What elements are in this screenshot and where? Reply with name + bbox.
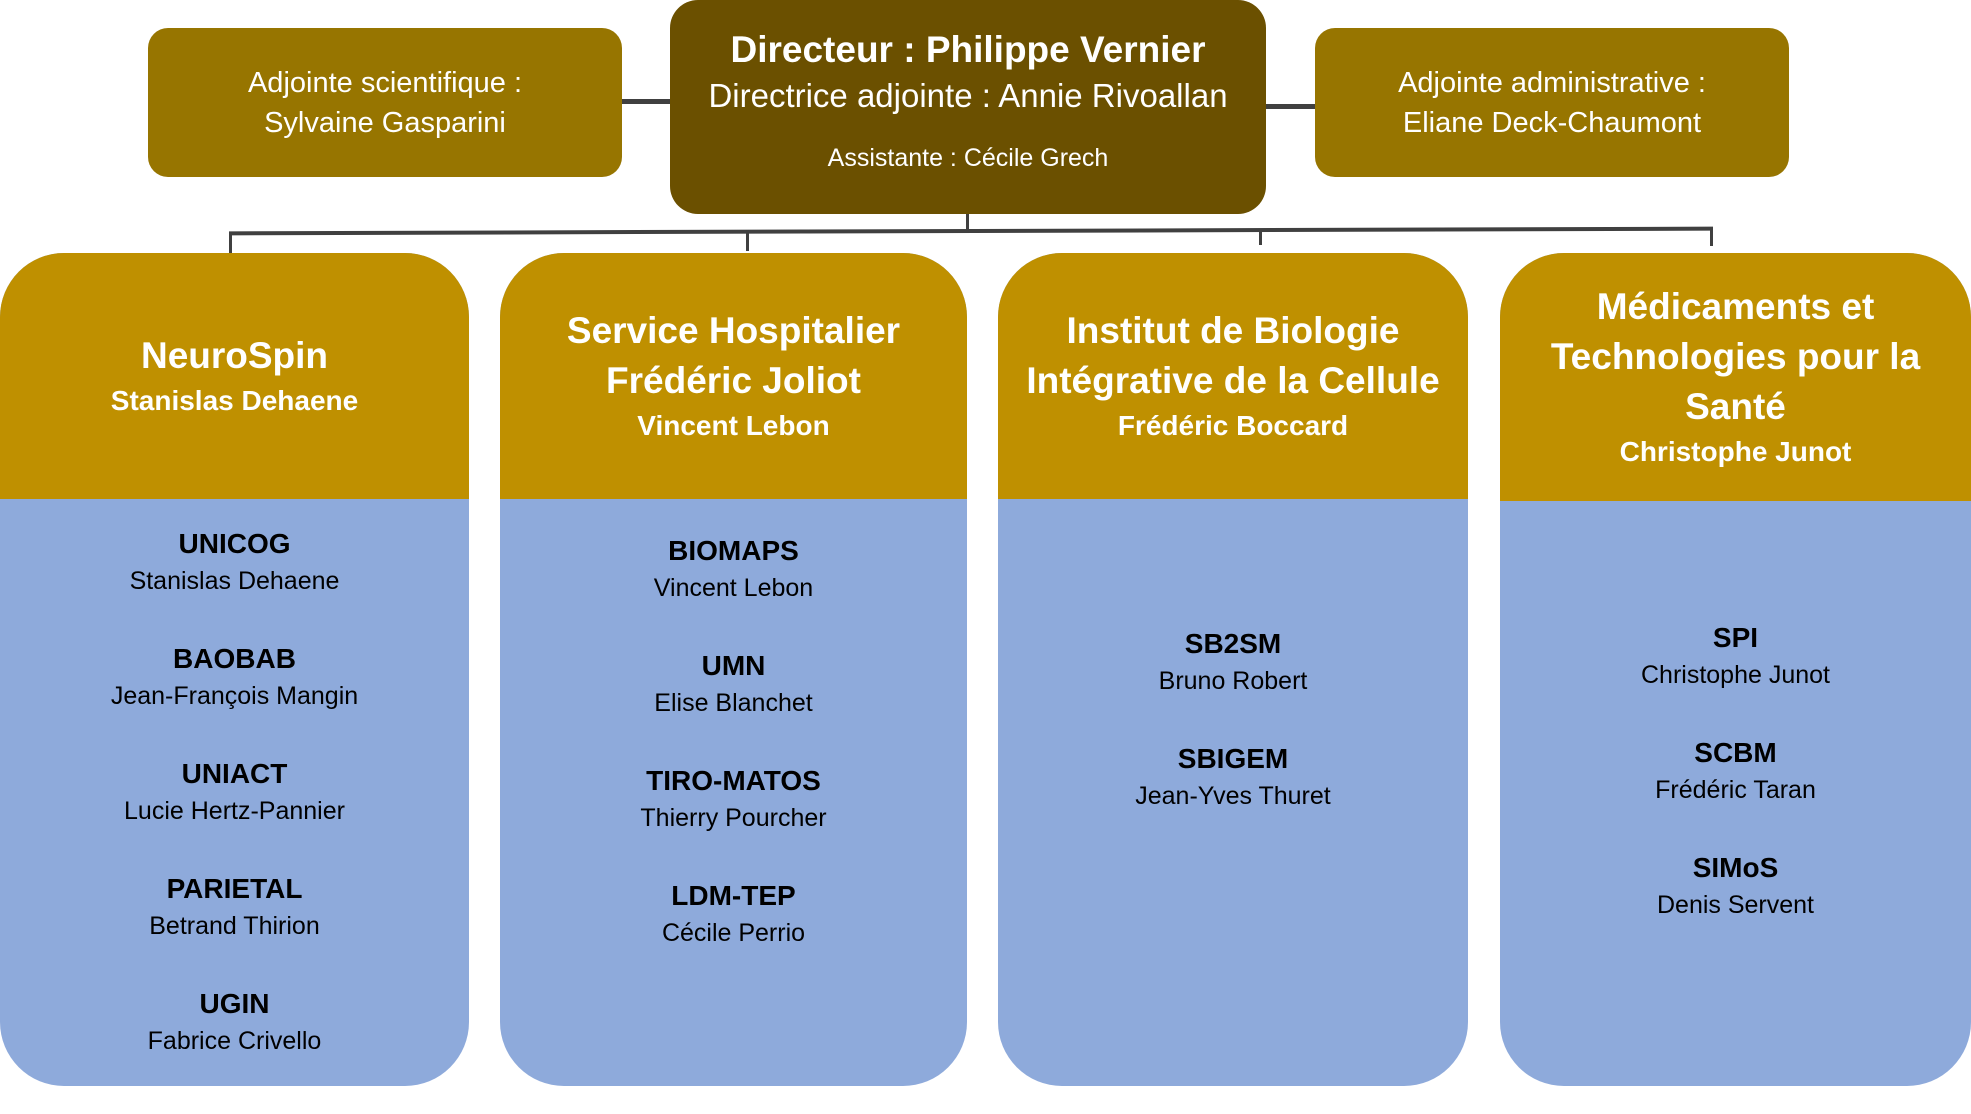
connector-drop-4 xyxy=(1710,228,1713,246)
scientific-deputy-name: Sylvaine Gasparini xyxy=(264,106,506,139)
unit-item: UGIN Fabrice Crivello xyxy=(0,985,469,1086)
unit-name: BAOBAB xyxy=(173,643,296,674)
connector-drop-3 xyxy=(1259,229,1262,245)
director-title: Directeur : Philippe Vernier xyxy=(730,29,1206,70)
department-lead: Christophe Junot xyxy=(1619,436,1852,467)
department-medicaments-technologies: Médicaments et Technologies pour la Sant… xyxy=(1500,253,1971,1086)
unit-lead: Frédéric Taran xyxy=(1655,776,1816,804)
department-header: Service Hospitalier Frédéric Joliot Vinc… xyxy=(500,253,967,499)
connector-trunk xyxy=(966,214,969,230)
department-title: Service Hospitalier Frédéric Joliot xyxy=(566,310,901,401)
unit-lead: Fabrice Crivello xyxy=(147,1027,322,1055)
unit-item: UMN Elise Blanchet xyxy=(500,647,967,762)
unit-lead: Stanislas Dehaene xyxy=(129,567,340,595)
unit-item: UNICOG Stanislas Dehaene xyxy=(0,525,469,640)
department-neurospin: NeuroSpin Stanislas Dehaene UNICOG Stanis… xyxy=(0,253,469,1086)
administrative-deputy-role: Adjointe administrative : xyxy=(1398,66,1706,99)
unit-lead: Lucie Hertz-Pannier xyxy=(124,797,345,825)
unit-lead: Vincent Lebon xyxy=(653,574,814,602)
unit-lead: Elise Blanchet xyxy=(654,689,813,717)
scientific-deputy-role: Adjointe scientifique : xyxy=(247,66,523,99)
assistant: Assistante : Cécile Grech xyxy=(827,144,1109,172)
scientific-deputy-box: Adjointe scientifique : Sylvaine Gaspari… xyxy=(148,28,622,177)
department-i2bc: Institut de Biologie Intégrative de la C… xyxy=(998,253,1468,1086)
department-shfj: Service Hospitalier Frédéric Joliot Vinc… xyxy=(500,253,967,1086)
department-header: Médicaments et Technologies pour la Sant… xyxy=(1500,253,1971,501)
unit-lead: Betrand Thirion xyxy=(149,912,320,940)
administrative-deputy-box: Adjointe administrative : Eliane Deck-Ch… xyxy=(1315,28,1789,177)
unit-lead: Jean-François Mangin xyxy=(110,682,359,710)
unit-list: SPI Christophe Junot SCBM Frédéric Taran S… xyxy=(1500,501,1971,964)
unit-item: SCBM Frédéric Taran xyxy=(1500,734,1971,849)
department-lead: Frédéric Boccard xyxy=(1117,410,1349,441)
unit-name: SPI xyxy=(1712,622,1759,653)
unit-item: BIOMAPS Vincent Lebon xyxy=(500,532,967,647)
unit-name: BIOMAPS xyxy=(668,535,799,566)
department-title: Médicaments et Technologies pour la Sant… xyxy=(1550,286,1921,427)
unit-lead: Christophe Junot xyxy=(1640,661,1830,689)
unit-list: SB2SM Bruno Robert SBIGEM Jean-Yves Thuret xyxy=(998,499,1468,855)
department-title: NeuroSpin xyxy=(140,335,329,376)
unit-lead: Cécile Perrio xyxy=(661,919,806,947)
unit-name: UNICOG xyxy=(178,528,291,559)
unit-name: TIRO-MATOS xyxy=(646,765,821,796)
unit-lead: Bruno Robert xyxy=(1158,667,1308,695)
administrative-deputy-name: Eliane Deck-Chaumont xyxy=(1402,106,1702,139)
unit-list: BIOMAPS Vincent Lebon UMN Elise Blanchet T… xyxy=(500,499,967,992)
unit-item: LDM-TEP Cécile Perrio xyxy=(500,877,967,992)
unit-name: UMN xyxy=(701,650,766,681)
unit-item: SPI Christophe Junot xyxy=(1500,619,1971,734)
connector-bus xyxy=(228,226,1714,236)
unit-item: PARIETAL Betrand Thirion xyxy=(0,870,469,985)
department-header: Institut de Biologie Intégrative de la C… xyxy=(998,253,1468,499)
unit-lead: Thierry Pourcher xyxy=(640,804,827,832)
unit-name: SB2SM xyxy=(1184,628,1282,659)
unit-item: SBIGEM Jean-Yves Thuret xyxy=(998,740,1468,855)
unit-item: SB2SM Bruno Robert xyxy=(998,625,1468,740)
department-header: NeuroSpin Stanislas Dehaene xyxy=(0,253,469,499)
unit-name: SIMoS xyxy=(1692,852,1779,883)
department-title: Institut de Biologie Intégrative de la C… xyxy=(1026,310,1440,401)
unit-item: SIMoS Denis Servent xyxy=(1500,849,1971,964)
unit-name: UGIN xyxy=(199,988,270,1019)
department-lead: Vincent Lebon xyxy=(637,410,830,441)
unit-lead: Denis Servent xyxy=(1656,891,1815,919)
unit-lead: Jean-Yves Thuret xyxy=(1135,782,1331,810)
unit-item: UNIACT Lucie Hertz-Pannier xyxy=(0,755,469,870)
deputy-director: Directrice adjointe : Annie Rivoallan xyxy=(708,77,1228,114)
department-lead: Stanislas Dehaene xyxy=(110,385,359,416)
unit-list: UNICOG Stanislas Dehaene BAOBAB Jean-Franç… xyxy=(0,499,469,1086)
connector-left xyxy=(622,99,670,104)
connector-drop-2 xyxy=(746,231,749,251)
unit-name: SCBM xyxy=(1694,737,1777,768)
unit-item: TIRO-MATOS Thierry Pourcher xyxy=(500,762,967,877)
unit-name: SBIGEM xyxy=(1177,743,1289,774)
connector-right xyxy=(1266,104,1315,109)
unit-name: UNIACT xyxy=(181,758,288,789)
unit-name: LDM-TEP xyxy=(671,880,796,911)
unit-item: BAOBAB Jean-François Mangin xyxy=(0,640,469,755)
unit-name: PARIETAL xyxy=(166,873,303,904)
connector-drop-1 xyxy=(229,232,232,253)
director-box: Directeur : Philippe Vernier Directrice … xyxy=(670,0,1266,214)
